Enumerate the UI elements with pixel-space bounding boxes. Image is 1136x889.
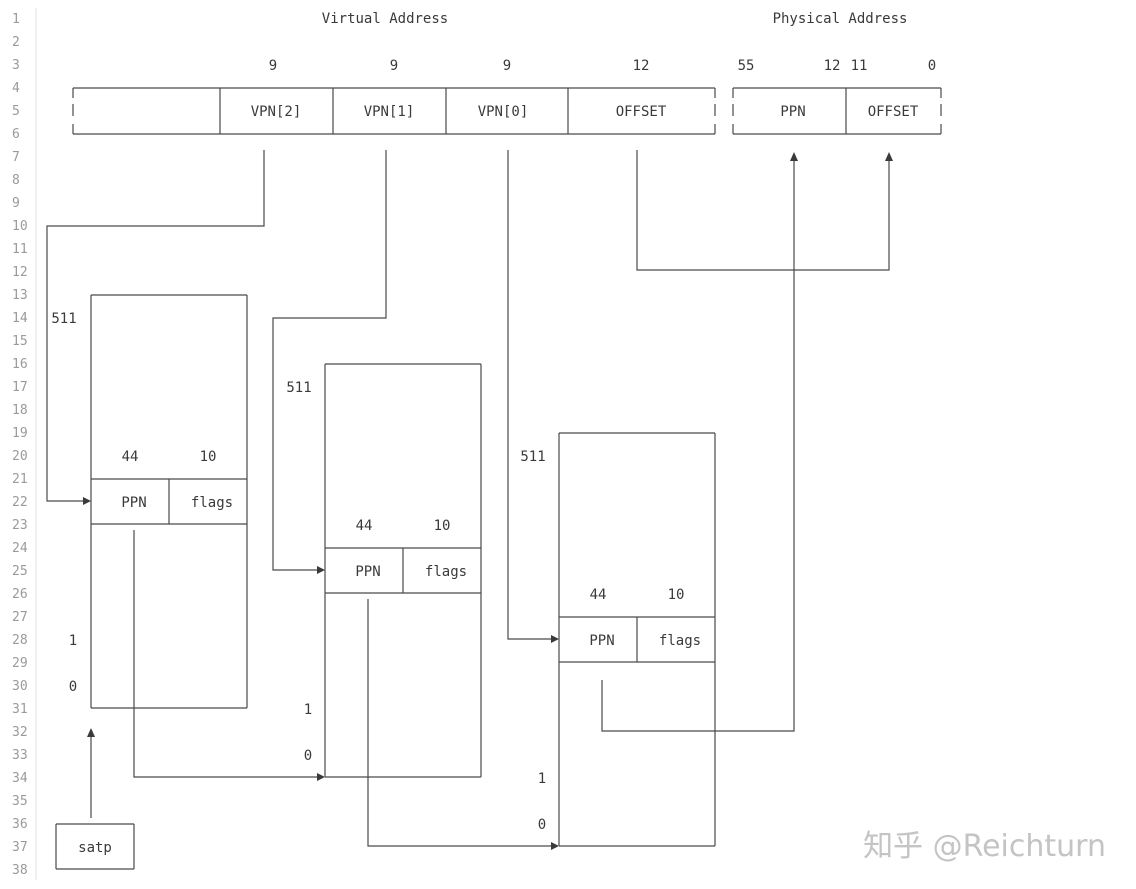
va-bits-vpn2: 9 (269, 58, 277, 74)
line-number: 16 (12, 357, 28, 372)
arrow-into-pa-ppn (790, 152, 798, 161)
virtual-address-title: Virtual Address (322, 11, 448, 27)
pt3-pte-ppn: PPN (589, 633, 614, 649)
line-number: 35 (12, 794, 28, 809)
line-number: 5 (12, 104, 20, 119)
va-field-vpn1: VPN[1] (364, 104, 415, 120)
pa-field-ppn: PPN (780, 104, 805, 120)
arrow-into-pt3-base (551, 842, 559, 850)
line-number: 24 (12, 541, 28, 556)
va-bits-vpn0: 9 (503, 58, 511, 74)
page-table-level-2 (90, 294, 248, 709)
physical-address-title: Physical Address (773, 11, 908, 27)
line-number: 30 (12, 679, 28, 694)
line-number: 31 (12, 702, 28, 717)
line-number: 3 (12, 58, 20, 73)
arrow-into-pa-offset (885, 152, 893, 161)
page-table-level-0 (558, 432, 716, 847)
line-number: 18 (12, 403, 28, 418)
line-number: 23 (12, 518, 28, 533)
pa-bit-12: 12 (824, 58, 841, 74)
arrow-into-pt2-base (317, 773, 325, 781)
line-number-gutter: 1234567891011121314151617181920212223242… (12, 12, 28, 878)
line-number: 15 (12, 334, 28, 349)
line-number: 26 (12, 587, 28, 602)
page-table-level-1 (324, 363, 482, 778)
pt2-pte-flags: flags (425, 564, 467, 580)
line-number: 38 (12, 863, 28, 878)
pt3-ppn-bits: 44 (590, 587, 607, 603)
connector-lines (46, 150, 890, 847)
line-number: 36 (12, 817, 28, 832)
va-bits-offset: 12 (633, 58, 650, 74)
satp-label: satp (78, 840, 112, 856)
pt2-index-511: 511 (286, 380, 311, 396)
pt1-index-1: 1 (69, 633, 77, 649)
va-bits-vpn1: 9 (390, 58, 398, 74)
watermark-text: 知乎 @Reichturn (863, 829, 1106, 864)
line-number: 6 (12, 127, 20, 142)
pa-field-offset: OFFSET (868, 104, 919, 120)
line-number: 8 (12, 173, 20, 188)
line-number: 20 (12, 449, 28, 464)
line-number: 22 (12, 495, 28, 510)
pt3-index-1: 1 (538, 771, 546, 787)
pt2-ppn-bits: 44 (356, 518, 373, 534)
line-number: 37 (12, 840, 28, 855)
pt3-flags-bits: 10 (668, 587, 685, 603)
line-number: 28 (12, 633, 28, 648)
line-number: 14 (12, 311, 28, 326)
pt2-flags-bits: 10 (434, 518, 451, 534)
pt1-index-0: 0 (69, 679, 77, 695)
pt2-index-1: 1 (304, 702, 312, 718)
virtual-address-box (72, 87, 716, 135)
line-number: 19 (12, 426, 28, 441)
arrow-into-pt3-pte (551, 635, 559, 643)
line-number: 29 (12, 656, 28, 671)
pt3-index-511: 511 (520, 449, 545, 465)
pa-bit-0: 0 (928, 58, 936, 74)
line-number: 21 (12, 472, 28, 487)
pt1-ppn-bits: 44 (122, 449, 139, 465)
line-number: 4 (12, 81, 20, 96)
pt3-index-0: 0 (538, 817, 546, 833)
arrow-into-pt1-pte (83, 497, 91, 505)
line-number: 32 (12, 725, 28, 740)
pt2-index-0: 0 (304, 748, 312, 764)
line-number: 12 (12, 265, 28, 280)
pt1-pte-ppn: PPN (121, 495, 146, 511)
va-field-vpn0: VPN[0] (478, 104, 529, 120)
arrowheads (83, 152, 893, 850)
line-number: 25 (12, 564, 28, 579)
line-number: 11 (12, 242, 28, 257)
pa-bit-55: 55 (738, 58, 755, 74)
pt3-pte-flags: flags (659, 633, 701, 649)
va-field-vpn2: VPN[2] (251, 104, 302, 120)
pt1-flags-bits: 10 (200, 449, 217, 465)
line-number: 33 (12, 748, 28, 763)
line-number: 17 (12, 380, 28, 395)
line-number: 9 (12, 196, 20, 211)
line-number: 1 (12, 12, 20, 27)
line-number: 34 (12, 771, 28, 786)
va-field-offset: OFFSET (616, 104, 667, 120)
line-number: 13 (12, 288, 28, 303)
arrow-satp-to-pt1 (87, 728, 95, 737)
line-number: 10 (12, 219, 28, 234)
pt2-pte-ppn: PPN (355, 564, 380, 580)
line-number: 2 (12, 35, 20, 50)
pt1-pte-flags: flags (191, 495, 233, 511)
physical-address-box (732, 87, 942, 135)
arrow-into-pt2-pte (317, 566, 325, 574)
line-number: 27 (12, 610, 28, 625)
pa-bit-11: 11 (851, 58, 868, 74)
line-number: 7 (12, 150, 20, 165)
satp-register-box (55, 823, 135, 870)
pt1-index-511: 511 (51, 311, 76, 327)
